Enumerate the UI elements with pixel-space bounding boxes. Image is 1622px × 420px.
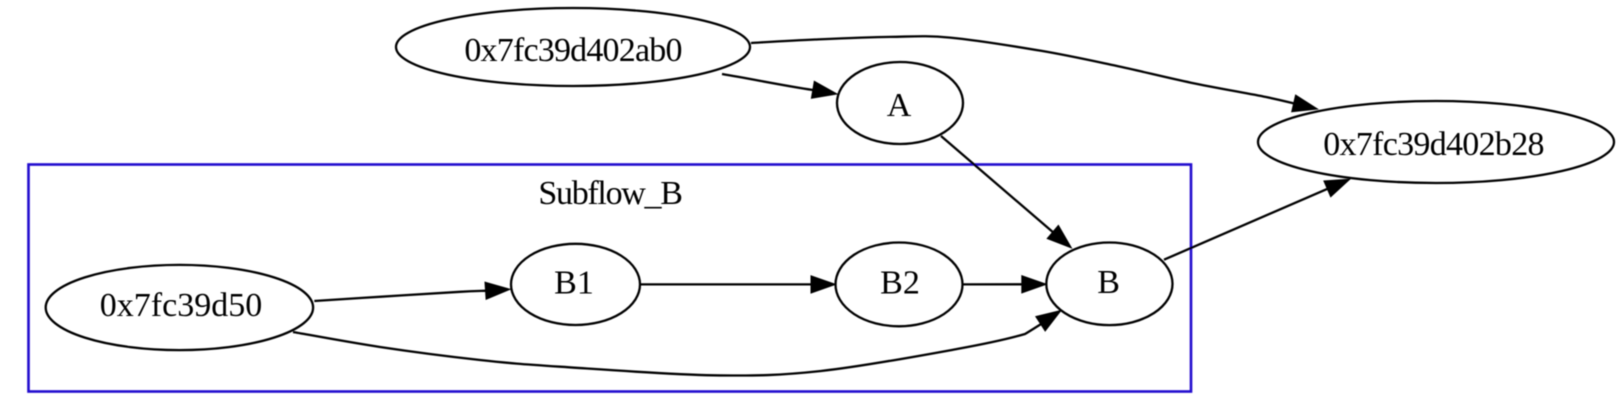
- svg-text:B1: B1: [554, 265, 594, 302]
- svg-text:A: A: [887, 87, 912, 124]
- svg-text:0x7fc39d402ab0: 0x7fc39d402ab0: [464, 32, 681, 69]
- svg-text:0x7fc39d50: 0x7fc39d50: [100, 287, 262, 324]
- svg-text:Subflow_B: Subflow_B: [538, 175, 682, 212]
- svg-text:0x7fc39d402b28: 0x7fc39d402b28: [1323, 126, 1544, 163]
- svg-text:B2: B2: [880, 265, 920, 302]
- svg-text:B: B: [1097, 264, 1120, 301]
